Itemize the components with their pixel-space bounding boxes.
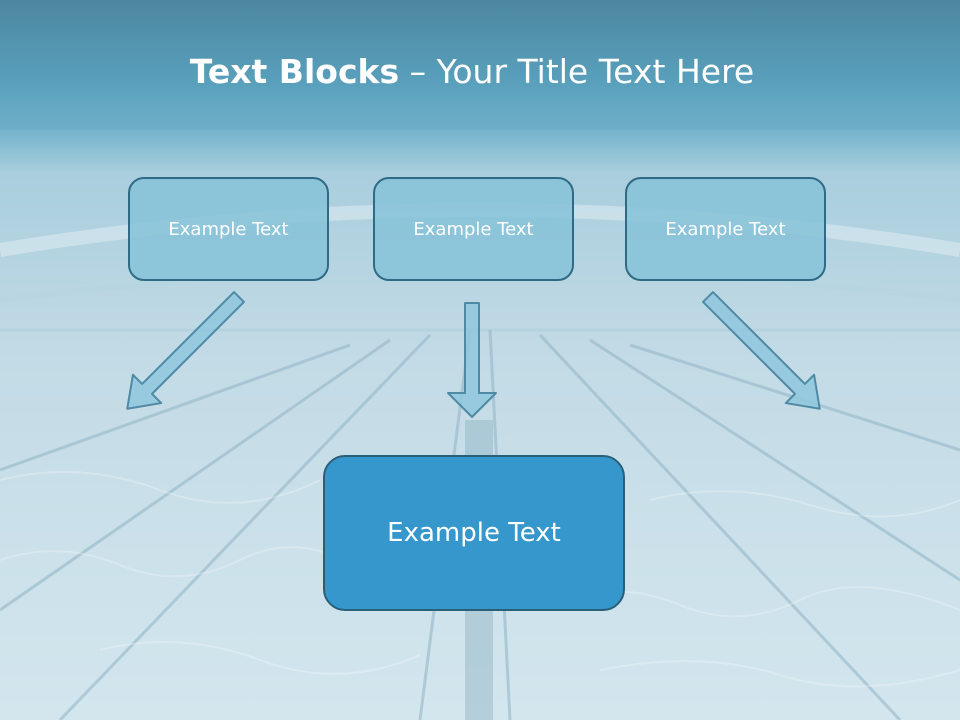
text-block-3-label: Example Text (665, 218, 786, 240)
title-rest: Your Title Text Here (436, 52, 755, 91)
title-dash: – (399, 52, 437, 91)
target-text-block[interactable]: Example Text (323, 455, 625, 611)
text-block-1[interactable]: Example Text (128, 177, 329, 281)
arrow-down-right-icon (126, 291, 245, 410)
text-block-1-label: Example Text (168, 218, 289, 240)
arrow-down-icon (447, 302, 497, 418)
target-text-block-label: Example Text (387, 518, 561, 548)
arrow-down-left-icon (702, 291, 821, 410)
text-block-2[interactable]: Example Text (373, 177, 574, 281)
title-bold: Text Blocks (189, 52, 400, 91)
slide-title: Text Blocks – Your Title Text Here (0, 52, 944, 91)
text-block-3[interactable]: Example Text (625, 177, 826, 281)
text-block-2-label: Example Text (413, 218, 534, 240)
